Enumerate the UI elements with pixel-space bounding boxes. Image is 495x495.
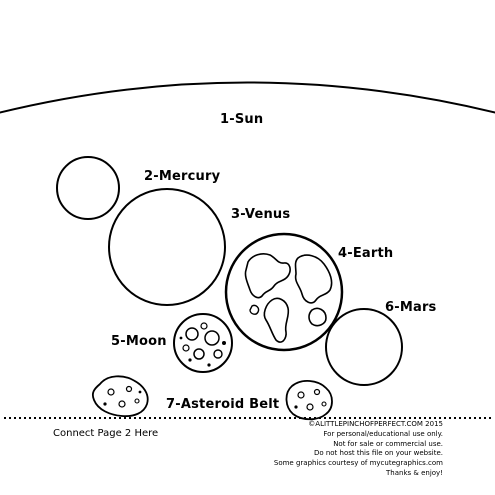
credit-line: Some graphics courtesy of mycutegraphics… [273,459,443,468]
mercury-label: 2-Mercury [144,169,221,184]
credit-line: ©ALITTLEPINCHOFPERFECT.COM 2015 [308,420,443,428]
sun-label: 1-Sun [220,112,264,127]
asteroid-belt-label: 7-Asteroid Belt [166,397,280,412]
sun-arc [0,81,495,114]
moon-cratered-icon [173,313,233,373]
mercury-circle [56,156,120,220]
credit-line: Not for sale or commercial use. [333,439,443,448]
earth-label: 4-Earth [338,246,394,261]
asteroid-right-icon [285,380,333,421]
venus-label: 3-Venus [231,207,291,222]
mars-label: 6-Mars [385,300,437,315]
credits-block: ©ALITTLEPINCHOFPERFECT.COM 2015 For pers… [223,420,443,479]
credit-line: For personal/educational use only. [323,429,443,438]
credit-line: Thanks & enjoy! [386,468,443,477]
connect-page-note: Connect Page 2 Here [53,428,159,439]
venus-circle [108,188,226,306]
credit-line: Do not host this file on your website. [313,449,443,458]
asteroid-left-icon [91,375,149,418]
moon-label: 5-Moon [111,334,167,349]
earth-globe-icon [224,232,344,352]
mars-circle [325,308,403,386]
